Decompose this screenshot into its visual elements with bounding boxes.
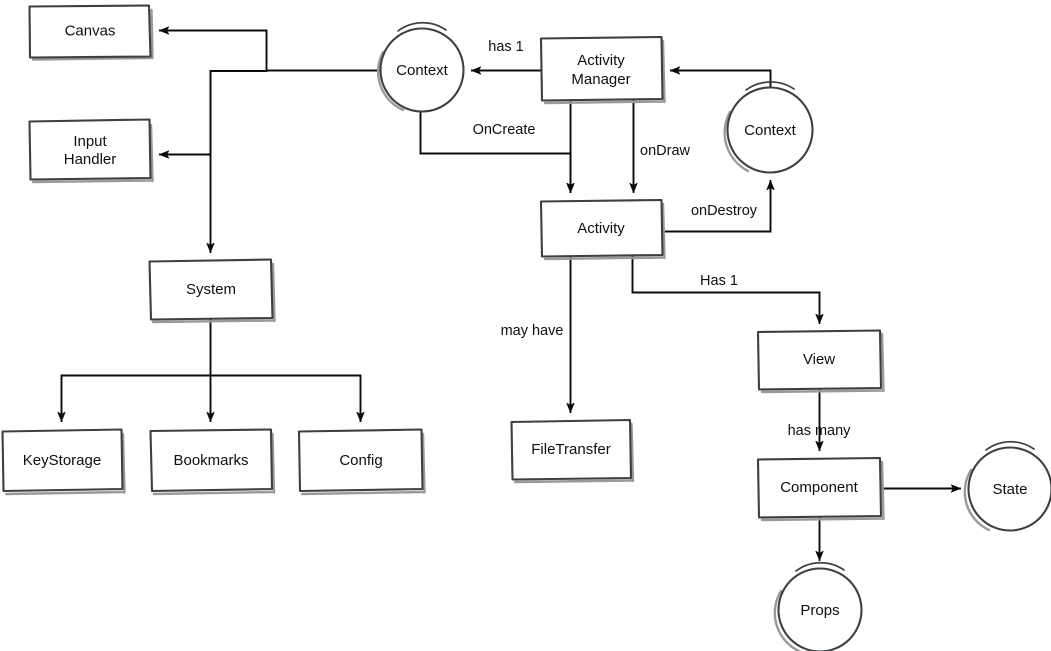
node-system[interactable]: System bbox=[148, 258, 276, 324]
node-state[interactable]: State bbox=[963, 440, 1051, 532]
node-label-activity-manager-2: Manager bbox=[571, 71, 630, 88]
edge-system-to-config[interactable] bbox=[209, 374, 361, 422]
edge-contextleft-to-inputhandler[interactable] bbox=[159, 70, 268, 155]
node-label-state: State bbox=[992, 481, 1027, 498]
node-activity-manager[interactable]: Activity Manager bbox=[539, 35, 666, 105]
node-label-input-handler-2: Handler bbox=[64, 151, 117, 168]
edge-layer: has 1 OnCreate onDraw onDestroy may have bbox=[62, 31, 961, 561]
node-label-canvas: Canvas bbox=[65, 22, 116, 39]
node-canvas[interactable]: Canvas bbox=[28, 4, 154, 61]
node-label-component: Component bbox=[780, 479, 858, 496]
edge-activity-to-view[interactable]: Has 1 bbox=[631, 256, 820, 324]
node-layer: Canvas Input Handler System KeyStorage bbox=[1, 4, 1051, 651]
edge-contextleft-to-canvas[interactable] bbox=[159, 31, 381, 72]
node-label-input-handler-1: Input bbox=[73, 133, 107, 150]
node-label-keystorage: KeyStorage bbox=[23, 452, 101, 469]
edge-label-may-have: may have bbox=[501, 323, 564, 339]
node-label-view: View bbox=[803, 351, 835, 368]
node-view[interactable]: View bbox=[756, 329, 885, 394]
edge-contextleft-to-activity[interactable]: OnCreate bbox=[419, 111, 571, 193]
edge-label-ondraw: onDraw bbox=[640, 143, 690, 159]
node-label-bookmarks: Bookmarks bbox=[173, 452, 248, 469]
node-label-context-right: Context bbox=[744, 122, 797, 139]
edge-label-oncreate: OnCreate bbox=[473, 122, 536, 138]
node-label-activity: Activity bbox=[577, 220, 625, 237]
node-label-context-left: Context bbox=[396, 62, 449, 79]
node-props[interactable]: Props bbox=[773, 561, 863, 651]
node-label-activity-manager-1: Activity bbox=[577, 52, 625, 69]
edge-activitymanager-to-contextleft[interactable]: has 1 bbox=[471, 39, 541, 71]
node-context-right[interactable]: Context bbox=[723, 81, 814, 174]
node-component[interactable]: Component bbox=[756, 456, 885, 522]
node-label-filetransfer: FileTransfer bbox=[531, 441, 610, 458]
edge-label-has-1-view: Has 1 bbox=[700, 273, 738, 289]
node-keystorage[interactable]: KeyStorage bbox=[1, 428, 126, 496]
edge-activitymanager-to-activity[interactable]: onDraw bbox=[571, 100, 691, 193]
edge-label-has-many: has many bbox=[788, 423, 852, 439]
edge-activity-to-filetransfer[interactable]: may have bbox=[501, 256, 571, 413]
node-label-props: Props bbox=[800, 602, 839, 619]
node-input-handler[interactable]: Input Handler bbox=[28, 118, 154, 184]
edge-system-to-keystorage[interactable] bbox=[62, 319, 212, 422]
node-label-config: Config bbox=[339, 452, 382, 469]
edge-view-to-component[interactable]: has many bbox=[788, 389, 852, 451]
node-activity[interactable]: Activity bbox=[539, 198, 666, 261]
edge-label-ondestroy: onDestroy bbox=[691, 203, 758, 219]
node-bookmarks[interactable]: Bookmarks bbox=[149, 428, 276, 496]
edge-activity-to-contextright[interactable]: onDestroy bbox=[661, 180, 771, 233]
node-context-left[interactable]: Context bbox=[376, 21, 465, 113]
node-label-system: System bbox=[186, 281, 236, 298]
node-config[interactable]: Config bbox=[297, 428, 426, 496]
edge-label-has-1: has 1 bbox=[488, 39, 523, 55]
node-filetransfer[interactable]: FileTransfer bbox=[510, 418, 635, 484]
